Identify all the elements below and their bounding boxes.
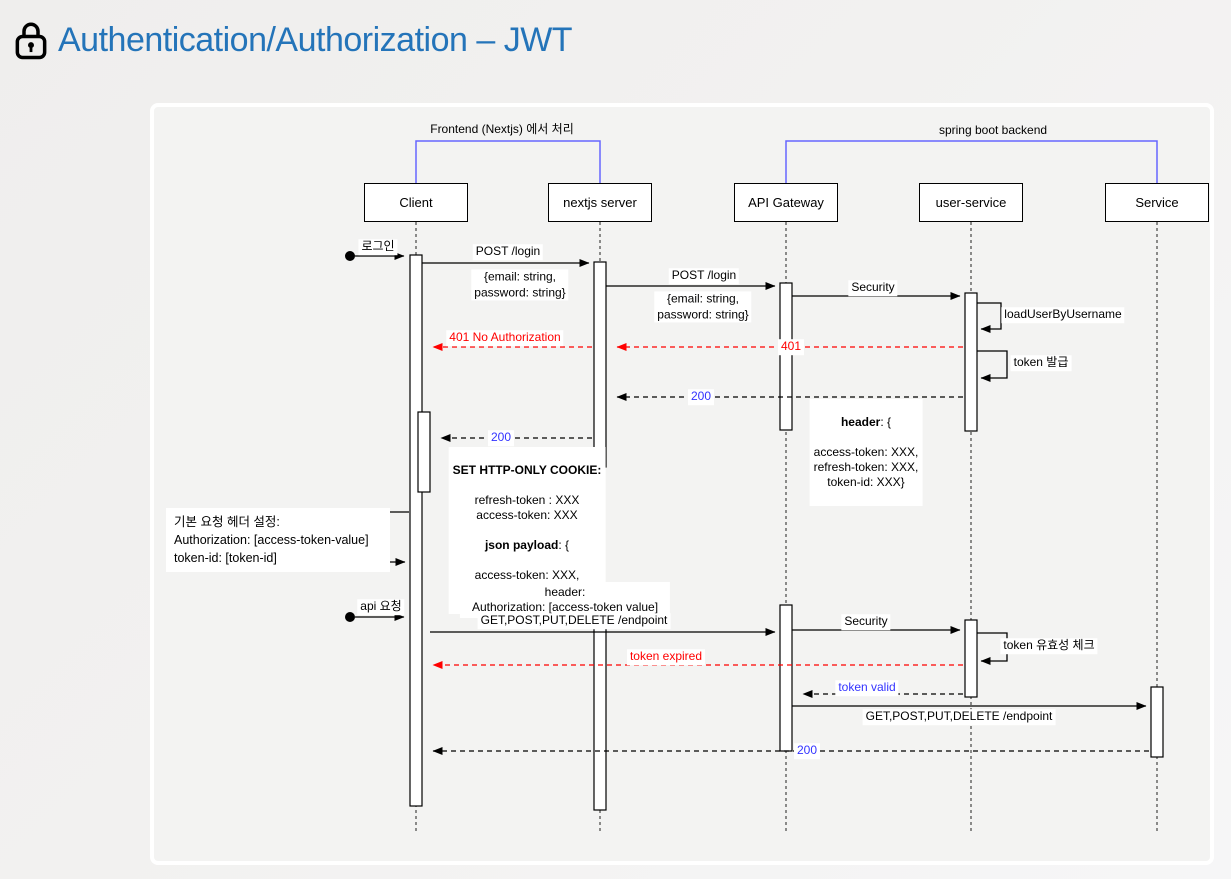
sync-messages: [355, 252, 1147, 710]
note-api-header: header: Authorization: [access-token val…: [459, 582, 671, 618]
backend-group-bracket: [785, 140, 1158, 183]
page-header: Authentication/Authorization – JWT: [10, 18, 573, 62]
msg-token-issue-label: token 발급: [1010, 355, 1072, 371]
group-brackets: [415, 140, 1158, 183]
start-point-api-request: [345, 612, 355, 622]
msg-token-check-label: token 유효성 체크: [1000, 638, 1098, 654]
client-activation: [409, 254, 423, 807]
msg-security-2-label: Security: [841, 614, 891, 630]
participant-api-gateway: API Gateway: [734, 183, 838, 222]
note-email-2: {email: string, password: string}: [654, 291, 752, 323]
lock-icon: [15, 22, 47, 60]
note-default-headers: 기본 요청 헤더 설정: Authorization: [access-toke…: [166, 508, 390, 573]
return-messages: [432, 393, 1149, 755]
note-cookie-title: SET HTTP-ONLY COOKIE:: [452, 463, 602, 477]
msg-security-1-label: Security: [848, 280, 898, 296]
service-activation: [1150, 686, 1164, 758]
participant-nextjs-server: nextjs server: [548, 183, 652, 222]
note-token-header: header: { access-token: XXX, refresh-tok…: [809, 399, 923, 506]
api-gateway-activation-1: [779, 282, 793, 431]
participant-service-label: Service: [1135, 195, 1179, 210]
user-service-activation-1: [964, 292, 978, 432]
note-cookie-json-line: json payload: {: [453, 538, 602, 553]
frontend-group-bracket: [415, 140, 601, 183]
msg-api-request-label: api 요청: [357, 599, 405, 615]
nextjs-activation-2: [593, 607, 607, 811]
participant-client-label: Client: [399, 195, 433, 210]
selfloop-load-user: [977, 302, 1002, 333]
participant-service: Service: [1105, 183, 1209, 222]
msg-login-label: 로그인: [358, 239, 398, 255]
participant-client: Client: [364, 183, 468, 222]
participant-api-gateway-label: API Gateway: [748, 195, 824, 210]
msg-200-1-label: 200: [687, 389, 715, 405]
page-title: Authentication/Authorization – JWT: [58, 20, 573, 59]
msg-401-text-label: 401 No Authorization: [446, 330, 564, 346]
activation-bars: [409, 254, 1164, 811]
frontend-group-label: Frontend (Nextjs) 에서 처리: [430, 122, 574, 137]
msg-get-endpoint-1-label: GET,POST,PUT,DELETE /endpoint: [477, 613, 671, 629]
msg-load-user-label: loadUserByUsername: [1001, 307, 1125, 323]
participant-nextjs-server-label: nextjs server: [563, 195, 637, 210]
start-point-login: [345, 251, 355, 261]
backend-group-label: spring boot backend: [938, 123, 1048, 138]
participant-user-service-label: user-service: [935, 195, 1007, 210]
msg-401-label: 401: [777, 339, 805, 355]
msg-token-valid-label: token valid: [835, 680, 899, 696]
msg-200-2-label: 200: [487, 430, 515, 446]
msg-post-login-1-label: POST /login: [472, 244, 544, 260]
selfloop-token-issue: [977, 350, 1008, 382]
participant-user-service: user-service: [919, 183, 1023, 222]
msg-200-3-label: 200: [793, 743, 821, 759]
note-token-header-title: header: {: [814, 415, 919, 430]
user-service-activation-2: [964, 619, 978, 698]
note-token-header-lines: access-token: XXX, refresh-token: XXX, t…: [813, 445, 919, 489]
msg-token-expired-label: token expired: [626, 649, 706, 665]
note-token-header-rest: : {: [880, 415, 892, 429]
client-activation-nested: [417, 411, 431, 493]
note-cookie-tokens: refresh-token : XXX access-token: XXX: [474, 493, 580, 522]
msg-get-endpoint-2-label: GET,POST,PUT,DELETE /endpoint: [862, 709, 1056, 725]
nextjs-activation-1: [593, 261, 607, 468]
note-cookie-json-bold: json payload: [484, 538, 559, 552]
api-gateway-activation-2: [779, 604, 793, 752]
note-token-header-bold: header: [840, 415, 881, 429]
diagram-canvas: [150, 103, 1214, 865]
msg-post-login-2-label: POST /login: [668, 268, 740, 284]
note-cookie-json-rest: : {: [558, 538, 570, 552]
note-email-1: {email: string, password: string}: [471, 269, 569, 301]
